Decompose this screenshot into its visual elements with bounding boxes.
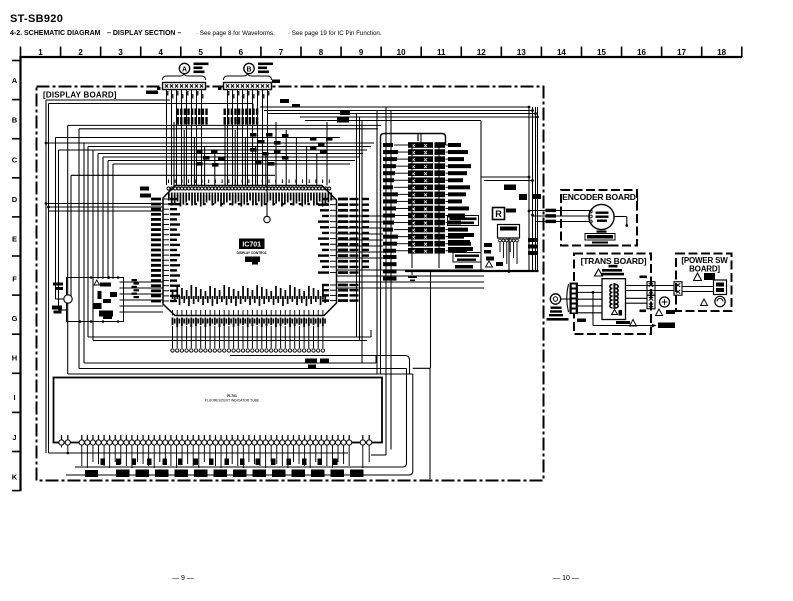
svg-text:12: 12 (477, 48, 486, 57)
svg-text:· See page 19 for IC Pin Funct: · See page 19 for IC Pin Function. (288, 30, 382, 37)
svg-text:2: 2 (78, 48, 83, 57)
svg-text:FLUORESCENT INDICATOR TUBE: FLUORESCENT INDICATOR TUBE (205, 399, 260, 403)
svg-text:5: 5 (199, 48, 204, 57)
svg-text:— 9 —: — 9 — (172, 575, 194, 582)
svg-text:[POWER SW: [POWER SW (681, 256, 728, 265)
svg-text:— 10 —: — 10 — (553, 575, 579, 582)
svg-text:A: A (182, 66, 187, 73)
svg-text:16: 16 (637, 48, 646, 57)
svg-text:C: C (12, 155, 18, 164)
svg-text:F: F (12, 274, 17, 283)
svg-text:[DISPLAY BOARD]: [DISPLAY BOARD] (43, 91, 117, 100)
svg-text:17: 17 (677, 48, 686, 57)
svg-text:14: 14 (557, 48, 566, 57)
svg-text:K: K (12, 473, 18, 482)
svg-text:B: B (246, 66, 251, 73)
svg-text:I: I (13, 393, 15, 402)
svg-text:[TRANS BOARD]: [TRANS BOARD] (581, 256, 647, 266)
svg-text:18: 18 (717, 48, 726, 57)
svg-text:G: G (12, 314, 18, 323)
svg-text:D: D (12, 195, 18, 204)
svg-text:IC701: IC701 (242, 242, 261, 249)
svg-text:A: A (12, 76, 18, 85)
svg-text:9: 9 (359, 48, 364, 57)
svg-text:E: E (12, 235, 17, 244)
svg-text:15: 15 (597, 48, 606, 57)
svg-text:· See page 8 for Waveforms.: · See page 8 for Waveforms. (196, 30, 275, 37)
svg-text:3: 3 (118, 48, 123, 57)
svg-text:13: 13 (517, 48, 526, 57)
svg-text:R: R (495, 209, 502, 219)
svg-text:4: 4 (158, 48, 163, 57)
svg-text:H: H (12, 354, 17, 363)
svg-text:J: J (12, 433, 16, 442)
svg-text:DISPLAY CONTROL: DISPLAY CONTROL (237, 251, 267, 255)
svg-text:ST-SB920: ST-SB920 (10, 13, 63, 25)
svg-text:7: 7 (279, 48, 284, 57)
svg-text:– DISPLAY SECTION –: – DISPLAY SECTION – (107, 30, 181, 37)
svg-text:4-2. SCHEMATIC DIAGRAM: 4-2. SCHEMATIC DIAGRAM (10, 30, 101, 37)
svg-text:FL701: FL701 (227, 394, 237, 398)
svg-text:B: B (12, 116, 18, 125)
svg-text:BOARD]: BOARD] (689, 265, 720, 274)
svg-text:[ENCODER BOARD]: [ENCODER BOARD] (560, 192, 639, 202)
svg-text:6: 6 (239, 48, 244, 57)
svg-text:8: 8 (319, 48, 324, 57)
svg-text:1: 1 (38, 48, 43, 57)
svg-text:10: 10 (397, 48, 406, 57)
svg-text:11: 11 (437, 48, 446, 57)
